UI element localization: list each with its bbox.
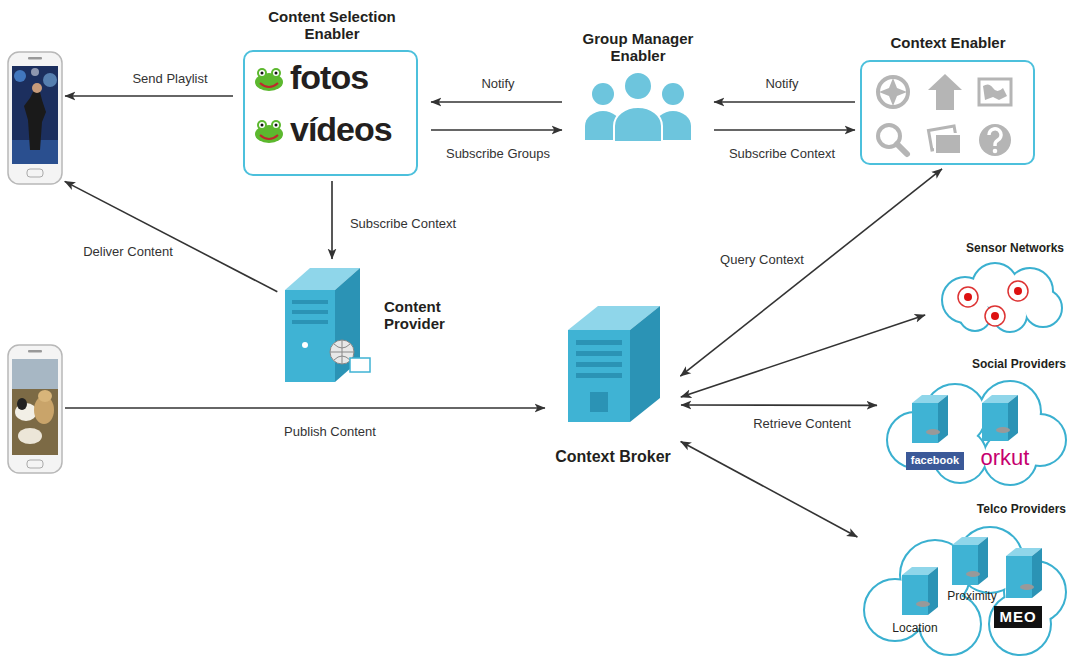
node-label: Context Broker [548, 448, 678, 466]
connector-arrow [331, 181, 333, 259]
frog-icon [255, 120, 283, 143]
enabler-icon: Group Manager Enabler [565, 30, 711, 142]
heading: Sensor Networks [928, 242, 1064, 256]
people-icon [585, 72, 691, 142]
connector-arrow [681, 404, 877, 406]
cloud-shape [865, 528, 1065, 654]
phone [8, 343, 62, 473]
provider-cloud: Telco ProvidersProximityLocation MEO [860, 503, 1066, 657]
cloud-shape [888, 382, 1065, 484]
server-icon [285, 268, 370, 382]
provider-cloud: Social Providers facebook orkut [880, 358, 1066, 486]
server-node: Content Provider [280, 262, 460, 382]
logo-text: facebook [906, 454, 964, 467]
connector-label: Notify [762, 76, 801, 92]
logo-text: vídeos [290, 110, 415, 149]
heading: Context Enabler [858, 34, 1038, 51]
cloud-shape [943, 264, 1061, 331]
connector-arrow [680, 169, 942, 376]
connector-arrow [681, 315, 925, 397]
node-label: Content Provider [384, 298, 460, 333]
connector-label: Subscribe Context [347, 216, 459, 232]
frog-icon [255, 68, 283, 91]
server-node: Context Broker [548, 300, 678, 475]
logo-text: orkut [975, 445, 1035, 470]
connector-arrow [431, 101, 562, 103]
connector-arrow [65, 95, 233, 97]
server-icon [568, 306, 660, 422]
enabler-box: Content Selection Enabler fotos vídeos [236, 8, 428, 178]
connector-arrow [65, 407, 545, 409]
connector-label: Deliver Content [80, 244, 176, 260]
connector-label: Query Context [717, 252, 807, 268]
connector-label: Retrieve Content [750, 416, 854, 432]
logo-text: MEO [994, 608, 1042, 625]
frame-border [860, 60, 1035, 165]
connector-label: Send Playlist [129, 71, 210, 87]
connector-arrow [714, 101, 855, 103]
heading: Social Providers [880, 358, 1066, 372]
phone-illustration [8, 52, 62, 184]
heading: Content Selection Enabler [257, 8, 407, 43]
logo-badge [906, 452, 964, 470]
connector-arrow [431, 129, 562, 131]
connector-label: Subscribe Context [726, 146, 838, 162]
provider-cloud: Sensor Networks [928, 242, 1064, 332]
context-icons [878, 74, 1011, 156]
connector-label: Subscribe Groups [443, 146, 553, 162]
connector-label: Publish Content [281, 424, 379, 440]
connector-arrow [714, 129, 855, 131]
heading: Telco Providers [860, 503, 1066, 517]
heading: Group Manager Enabler [565, 30, 711, 65]
server-label: Location [885, 622, 945, 636]
enabler-box: Context Enabler [858, 34, 1038, 167]
phone [8, 50, 62, 184]
logo-badge [994, 606, 1042, 628]
connector-arrow [65, 181, 278, 291]
phone-illustration [8, 345, 62, 473]
connector-label: Notify [478, 76, 517, 92]
logo-text: fotos [290, 58, 415, 97]
server-label: Proximity [940, 590, 1004, 604]
connector-arrow [681, 441, 858, 537]
